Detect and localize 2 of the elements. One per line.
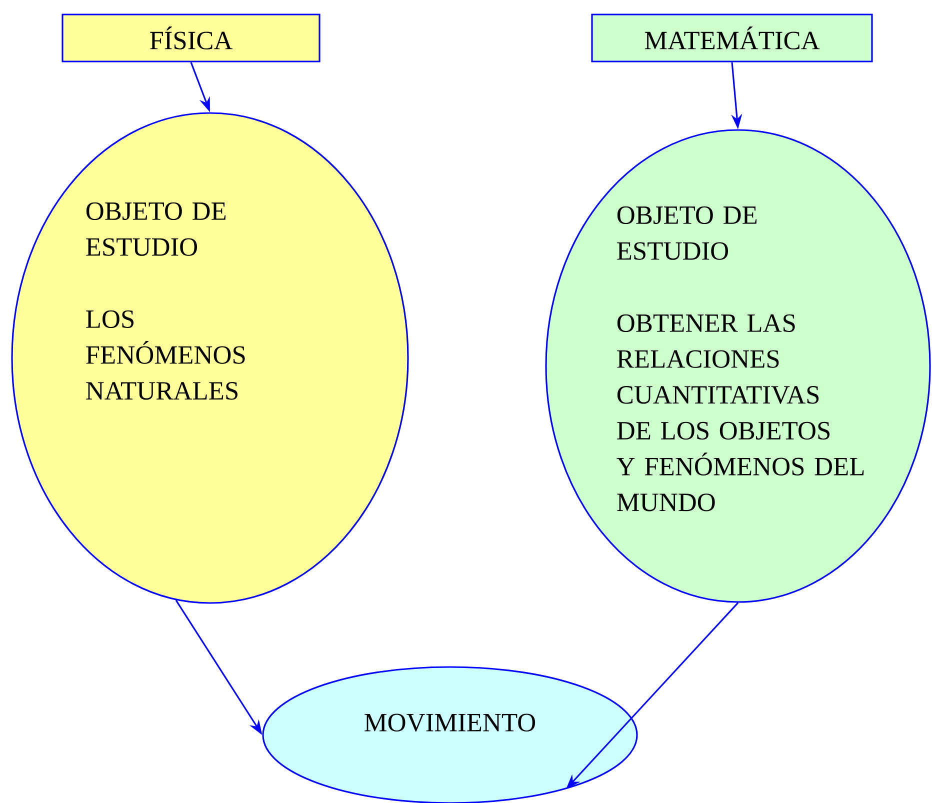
label-box: FÍSICA bbox=[62, 14, 320, 62]
label-box: MATEMÁTICA bbox=[591, 14, 873, 62]
